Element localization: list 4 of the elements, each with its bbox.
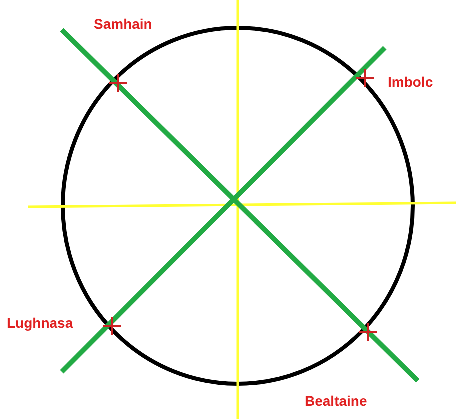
season-label: Imbolc xyxy=(388,75,434,89)
season-label: Bealtaine xyxy=(305,394,368,408)
season-label: Lughnasa xyxy=(7,316,74,330)
season-label: Samhain xyxy=(94,17,152,31)
